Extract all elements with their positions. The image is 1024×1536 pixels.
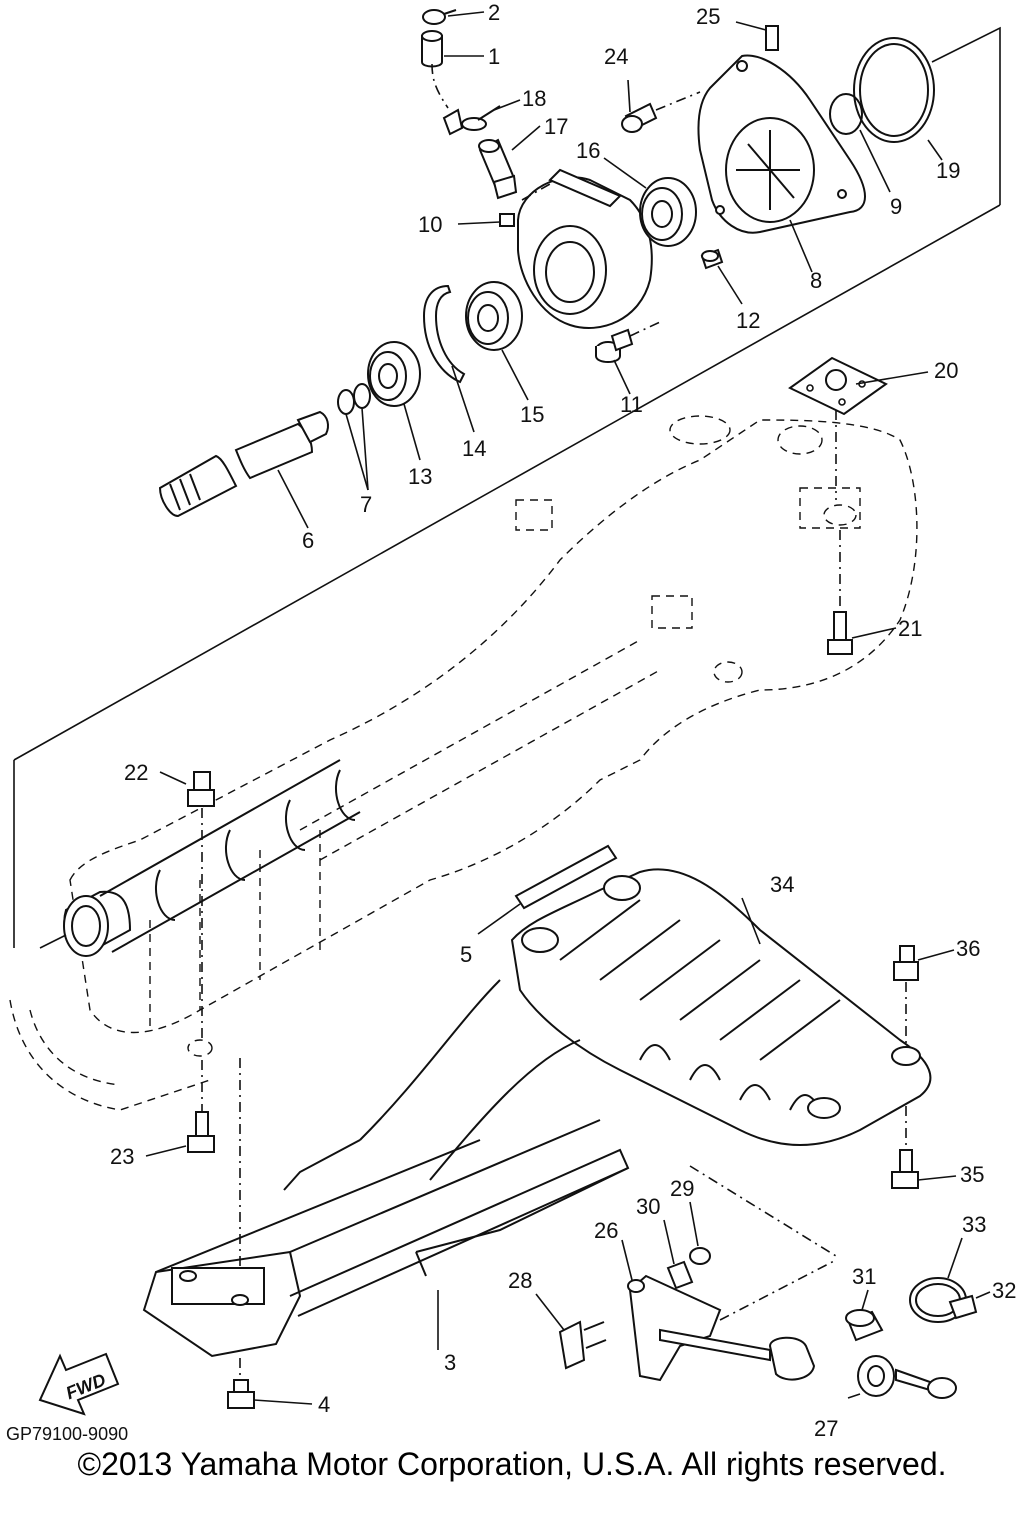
callout-18: 18	[522, 86, 546, 111]
callout-35: 35	[960, 1162, 984, 1187]
bearing-housing-part-10	[499, 168, 653, 329]
callout-4: 4	[318, 1392, 330, 1417]
callout-23: 23	[110, 1144, 134, 1169]
callout-2: 2	[488, 0, 500, 25]
bolt-part-22	[187, 771, 215, 1040]
bolt-part-21	[827, 530, 853, 655]
callout-31: 31	[852, 1264, 876, 1289]
leader-lines	[145, 11, 991, 1405]
callout-26: 26	[594, 1218, 618, 1243]
callout-28: 28	[508, 1268, 532, 1293]
callout-9: 9	[890, 194, 902, 219]
ride-plate-part-3	[142, 979, 630, 1358]
callout-7: 7	[360, 492, 372, 517]
o-ring-part-7	[337, 383, 371, 415]
strip-part-5	[514, 844, 618, 910]
bearing-part-16	[639, 177, 697, 247]
callout-19: 19	[936, 158, 960, 183]
fwd-arrow-icon: FWD	[38, 1352, 120, 1416]
callout-3: 3	[444, 1350, 456, 1375]
clamp-part-2	[422, 9, 457, 25]
duct-part-8	[697, 54, 866, 234]
callout-11: 11	[620, 392, 643, 417]
o-ring-part-9	[829, 93, 863, 135]
copyright-notice: ©2013 Yamaha Motor Corporation, U.S.A. A…	[77, 1446, 947, 1482]
impeller-shaft-part-6	[158, 410, 329, 518]
assembly-frame	[13, 26, 1001, 948]
callout-16: 16	[576, 138, 600, 163]
callout-1: 1	[488, 44, 500, 69]
callout-15: 15	[520, 402, 544, 427]
callout-14: 14	[462, 436, 486, 461]
callout-20: 20	[934, 358, 958, 383]
bolt-part-35	[891, 1106, 919, 1189]
callout-10: 10	[418, 212, 442, 237]
hose-part-1	[421, 30, 464, 136]
rod-part-27	[659, 1165, 957, 1399]
callout-27: 27	[814, 1416, 838, 1441]
bolt-part-24	[621, 91, 701, 133]
intake-grate-part-34	[510, 868, 932, 1146]
callout-13: 13	[408, 464, 432, 489]
diagram-code: GP79100-9090	[6, 1424, 129, 1444]
jet-housing-outline	[9, 415, 918, 1111]
bolt-part-28	[558, 1320, 607, 1370]
callout-33: 33	[962, 1212, 986, 1237]
washer-part-30	[666, 1260, 694, 1290]
circlip-part-14	[422, 284, 466, 384]
pin-part-12	[700, 248, 724, 270]
bolt-part-17	[478, 138, 518, 200]
sleeve-part-31	[845, 1309, 884, 1342]
callout-labels: 1 2 3 4 5 6 7 8 9 10 11 12 13 14 15 16 1…	[110, 0, 1016, 1441]
bearing-part-13	[367, 341, 421, 407]
callout-24: 24	[604, 44, 628, 69]
bolt-part-11	[595, 321, 661, 363]
callout-21: 21	[898, 616, 922, 641]
callout-5: 5	[460, 942, 472, 967]
bearing-part-15	[465, 281, 523, 351]
callout-34: 34	[770, 872, 794, 897]
bolt-part-4	[227, 1358, 255, 1409]
nut-part-29	[689, 1247, 711, 1265]
seal-ring-part-19	[853, 37, 935, 143]
band-part-32	[948, 1294, 978, 1320]
callout-29: 29	[670, 1176, 694, 1201]
callout-12: 12	[736, 308, 760, 333]
plate-part-20	[788, 356, 888, 500]
bracket-part-26	[627, 1274, 722, 1382]
callout-25: 25	[696, 4, 720, 29]
plate-part-25	[765, 25, 779, 51]
drive-shaft-tube	[39, 759, 361, 957]
callout-8: 8	[810, 268, 822, 293]
callout-6: 6	[302, 528, 314, 553]
bolt-part-36	[893, 945, 919, 1044]
bolt-part-23	[187, 1060, 215, 1153]
callout-32: 32	[992, 1278, 1016, 1303]
callout-17: 17	[544, 114, 568, 139]
callout-22: 22	[124, 760, 148, 785]
callout-30: 30	[636, 1194, 660, 1219]
callout-36: 36	[956, 936, 980, 961]
